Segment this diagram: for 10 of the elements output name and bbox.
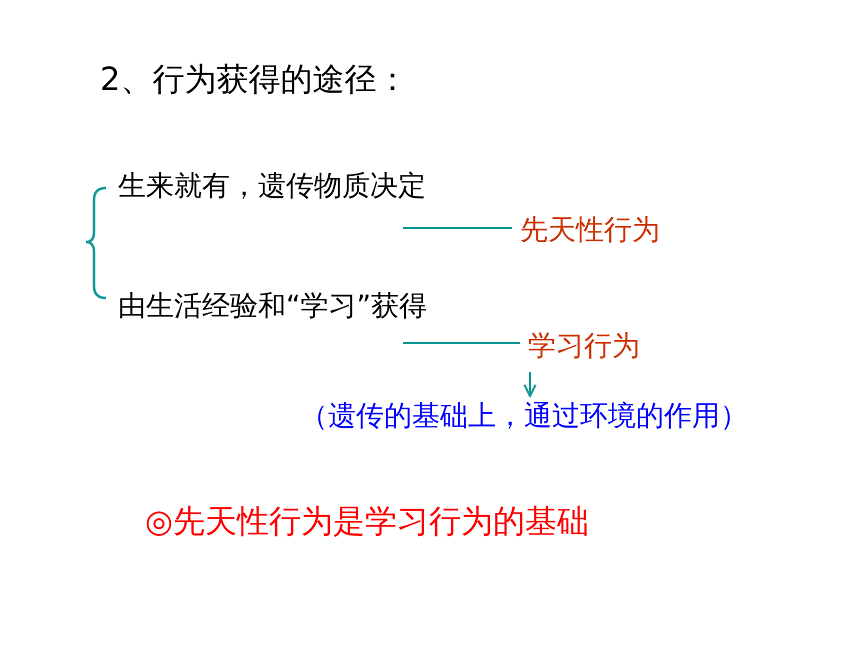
connector-line [403,227,512,229]
connector-line [403,342,520,344]
statement-text: 学习行为 [528,328,641,363]
title: 2、行为获得的途径： [100,59,408,100]
statement-text: 由生活经验和“学习”获得 [118,288,428,323]
statement-text: （遗传的基础上，通过环境的作用） [300,398,749,433]
statement-text: 生来就有，遗传物质决定 [118,168,427,203]
arrow [523,372,537,398]
note-text: ◎先天性行为是学习行为的基础 [145,501,589,542]
statement-text: 先天性行为 [520,212,661,247]
